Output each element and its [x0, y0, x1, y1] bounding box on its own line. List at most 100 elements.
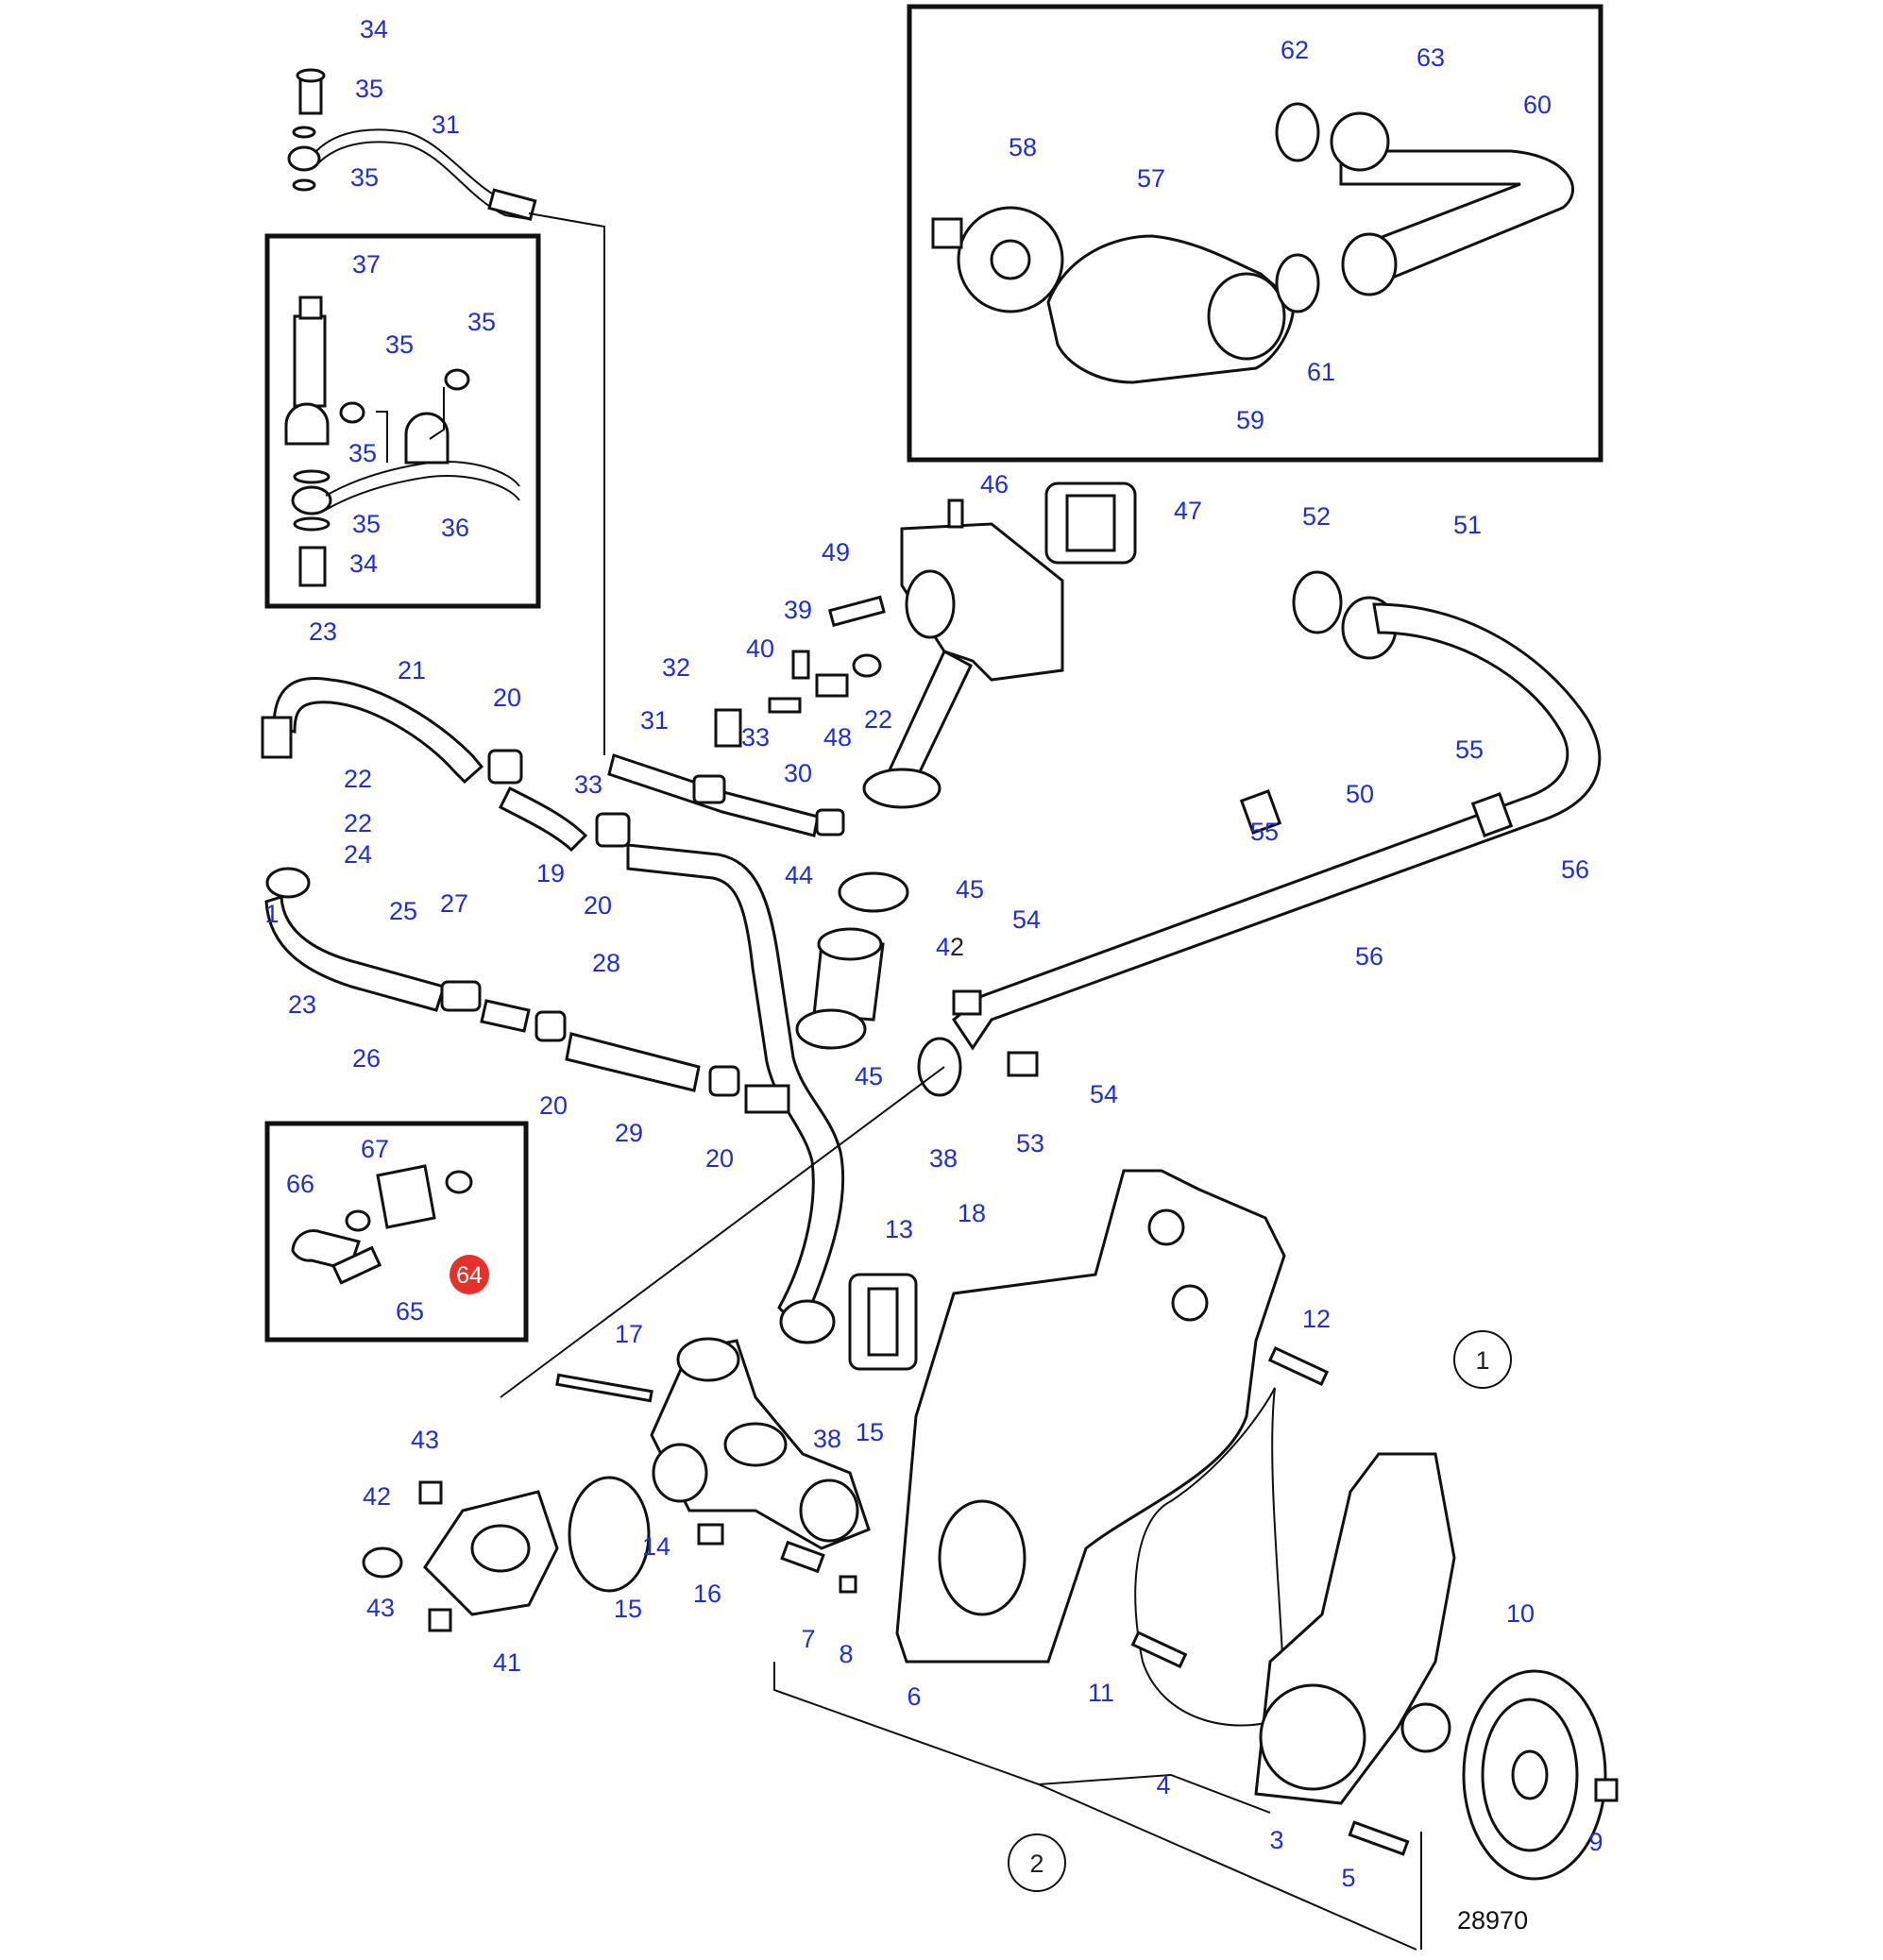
callout-39: 39 [784, 596, 812, 624]
connector-block-64 [291, 1164, 473, 1285]
hose-21 [261, 676, 484, 785]
callout-35: 35 [355, 75, 383, 103]
callout-20: 20 [493, 684, 521, 712]
outlet-housing-41-42-43 [362, 1476, 651, 1632]
callout-10: 10 [1506, 1599, 1535, 1628]
callout-34: 34 [360, 15, 388, 43]
callout-20: 20 [584, 891, 612, 920]
callout-35: 35 [350, 163, 379, 192]
callout-22: 22 [344, 809, 372, 837]
callout-25: 25 [389, 897, 417, 925]
callout-56: 56 [1561, 855, 1589, 884]
callout-42: 42 [936, 933, 964, 961]
callout-30: 30 [784, 759, 812, 787]
thermostat-housing-46 [862, 482, 1137, 809]
callout-66: 66 [286, 1170, 314, 1198]
leader-14-group [500, 1066, 945, 1398]
oil-pipe-detail [284, 296, 520, 587]
callout-54: 54 [1090, 1080, 1118, 1108]
group-circle-2 [1008, 1833, 1066, 1892]
callout-36: 36 [441, 514, 469, 542]
callout-43: 43 [366, 1594, 395, 1622]
callout-61: 61 [1307, 358, 1335, 386]
hose-19-20 [487, 749, 631, 853]
callout-49: 49 [822, 538, 850, 566]
callout-56: 56 [1355, 942, 1383, 971]
callout-29: 29 [615, 1119, 643, 1147]
callout-52: 52 [1302, 502, 1331, 531]
small-tube-30-31 [607, 708, 845, 837]
callout-44: 44 [785, 861, 813, 889]
callout-62: 62 [1281, 36, 1309, 64]
callout-26: 26 [352, 1044, 381, 1073]
callout-35: 35 [467, 308, 496, 336]
callout-42: 42 [363, 1482, 391, 1511]
callout-47: 47 [1174, 497, 1202, 525]
group-label-1: 1 [1475, 1346, 1489, 1375]
callout-17: 17 [615, 1320, 643, 1348]
group-label-2: 2 [1029, 1850, 1043, 1878]
callout-55: 55 [1455, 735, 1484, 764]
callout-38: 38 [813, 1425, 841, 1453]
callout-35: 35 [385, 330, 414, 359]
bolt-5-9-11-12 [1130, 1345, 1619, 1856]
inset-box-thermostat [907, 4, 1603, 463]
housing-14 [650, 1337, 871, 1550]
pipe-18 [626, 843, 845, 1344]
callout-43: 43 [411, 1426, 439, 1454]
callout-6: 6 [907, 1682, 921, 1711]
callout-7: 7 [801, 1625, 815, 1653]
callout-34: 34 [349, 549, 378, 578]
callout-51: 51 [1453, 511, 1482, 539]
water-pump-3 [1254, 1452, 1456, 1805]
figure-number: 28970 [1457, 1906, 1528, 1935]
pipe-44-45 [795, 871, 909, 1050]
callout-1: 1 [264, 900, 279, 928]
group-2-bracket [773, 1662, 1422, 1951]
elbow-pipe-60 [1275, 102, 1574, 313]
small-parts-39-40-48-49 [768, 595, 886, 714]
callout-54: 54 [1012, 905, 1041, 934]
callout-45: 45 [956, 875, 984, 904]
callout-22: 22 [344, 765, 372, 793]
highlight-marker [450, 1255, 489, 1294]
gasket-13 [848, 1273, 918, 1371]
callout-64-highlighted: 64 [456, 1262, 483, 1289]
callout-67: 67 [361, 1135, 389, 1163]
callout-27: 27 [440, 889, 468, 918]
callout-45: 45 [855, 1062, 883, 1090]
callout-33: 33 [574, 770, 602, 799]
hose-25 [264, 867, 482, 1012]
callout-38: 38 [929, 1144, 958, 1173]
callout-35: 35 [348, 439, 377, 467]
callout-59: 59 [1236, 406, 1264, 434]
callout-3: 3 [1269, 1826, 1283, 1854]
callout-8: 8 [839, 1640, 853, 1668]
callout-15: 15 [856, 1418, 884, 1446]
callout-46: 46 [980, 470, 1009, 498]
callout-22: 22 [864, 705, 892, 734]
callout-4: 4 [1156, 1771, 1170, 1799]
group-circle-1 [1453, 1330, 1512, 1389]
callout-55: 55 [1250, 818, 1279, 846]
callout-57: 57 [1137, 164, 1165, 193]
callout-40: 40 [746, 634, 774, 663]
callout-35: 35 [352, 510, 381, 538]
inset-box-connector-block [264, 1121, 529, 1343]
callout-53: 53 [1016, 1129, 1044, 1157]
small-fittings-7-8-16-17 [555, 1373, 857, 1594]
thermostat-58 [931, 206, 1064, 313]
pulley-10 [1462, 1669, 1607, 1881]
timing-cover-6 [895, 1169, 1286, 1664]
callout-14: 14 [642, 1532, 670, 1561]
callout-24: 24 [344, 840, 372, 869]
callout-31: 31 [432, 110, 460, 139]
callout-9: 9 [1588, 1828, 1603, 1856]
callout-41: 41 [493, 1648, 521, 1677]
callout-60: 60 [1523, 91, 1552, 119]
callout-13: 13 [885, 1215, 913, 1243]
callout-15: 15 [614, 1595, 642, 1623]
callout-28: 28 [592, 949, 620, 977]
thermostat-cover-57 [1046, 234, 1296, 384]
callout-19: 19 [536, 859, 565, 887]
